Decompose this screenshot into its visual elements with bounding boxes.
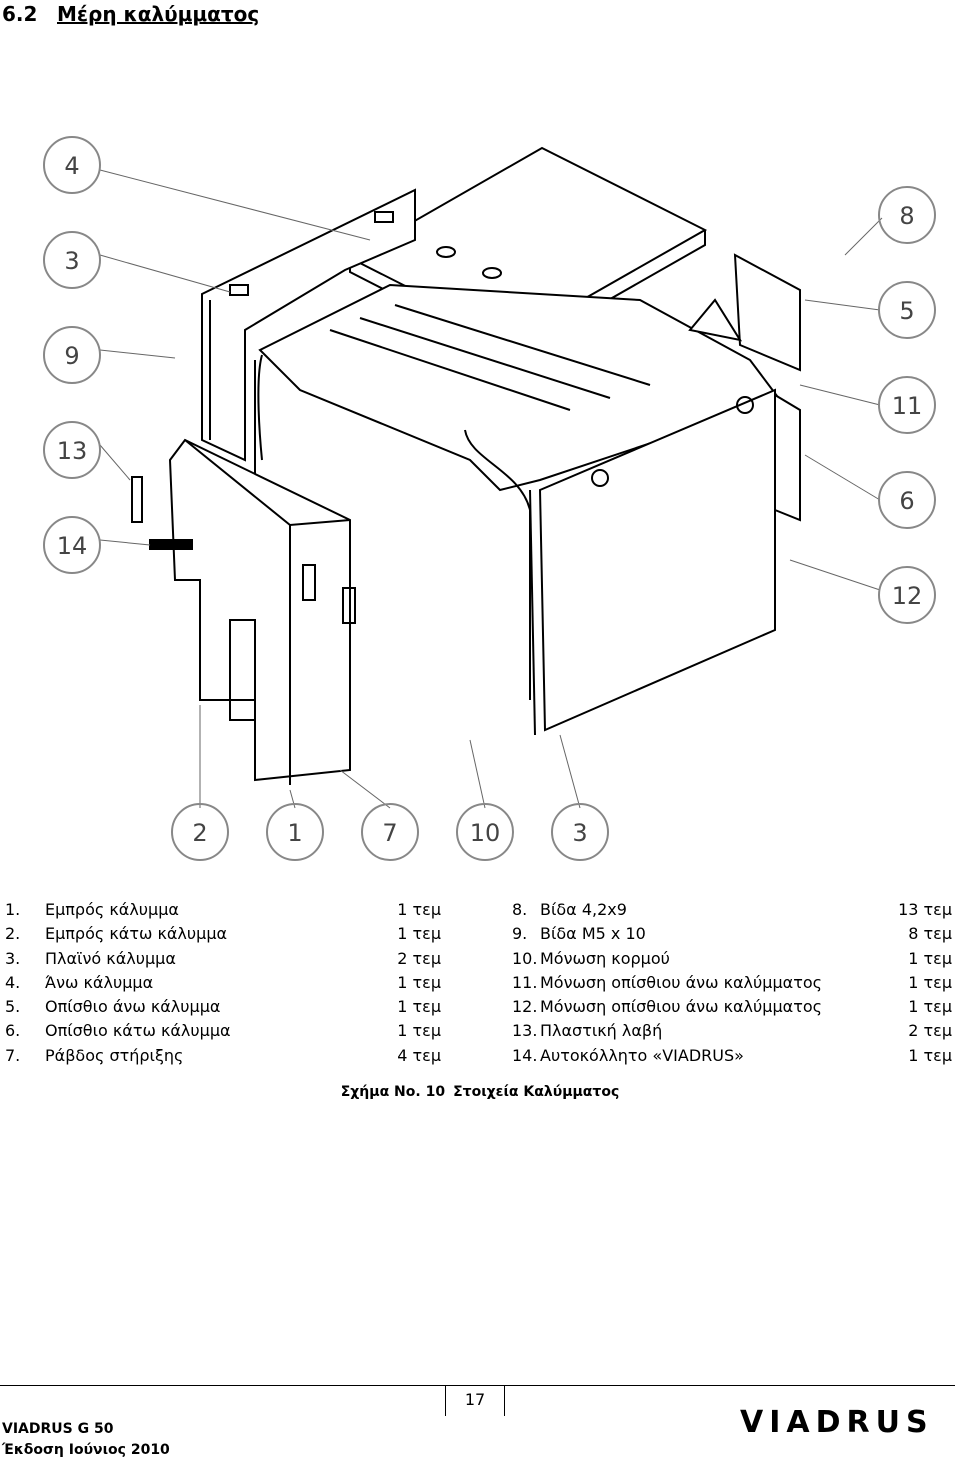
rear-right-covers bbox=[688, 253, 801, 522]
callout-leaders bbox=[99, 169, 883, 809]
callout-12: 12 bbox=[892, 582, 923, 610]
section-title: Μέρη καλύμματος bbox=[57, 2, 260, 26]
section-heading: 6.2 Μέρη καλύμματος bbox=[2, 2, 259, 26]
footer-rule bbox=[0, 1385, 955, 1386]
callout-2: 2 bbox=[192, 819, 207, 847]
viadrus-sticker bbox=[149, 539, 193, 550]
side-cover-right bbox=[529, 388, 776, 736]
figure-label: Σχήμα No. 10 bbox=[340, 1084, 446, 1100]
callout-9: 9 bbox=[64, 342, 79, 370]
callout-7: 7 bbox=[382, 819, 397, 847]
callout-13: 13 bbox=[57, 437, 88, 465]
plastic-handle bbox=[131, 476, 143, 523]
figure-title: Στοιχεία Καλύμματος bbox=[453, 1084, 620, 1100]
front-cover bbox=[168, 438, 356, 785]
callout-6: 6 bbox=[899, 487, 914, 515]
callout-8: 8 bbox=[899, 202, 914, 230]
callout-3b: 3 bbox=[572, 819, 587, 847]
callout-11: 11 bbox=[892, 392, 923, 420]
callout-circles bbox=[43, 136, 936, 861]
footer-edition: Έκδοση Ιούνιος 2010 bbox=[2, 1442, 170, 1458]
page-number: 17 bbox=[445, 1386, 505, 1416]
footer-product: VIADRUS G 50 bbox=[2, 1421, 114, 1437]
rear-left-panel bbox=[201, 188, 416, 462]
viadrus-logo: VIADRUS bbox=[740, 1405, 934, 1440]
figure-caption: Σχήμα No. 10 Στοιχεία Καλύμματος bbox=[0, 1084, 960, 1100]
exploded-cover-drawing: 4 3 9 13 14 8 5 11 6 12 2 1 7 10 3 bbox=[43, 136, 936, 861]
callout-3: 3 bbox=[64, 247, 79, 275]
callout-10: 10 bbox=[470, 819, 501, 847]
section-number: 6.2 bbox=[2, 2, 38, 26]
callout-1: 1 bbox=[287, 819, 302, 847]
callout-14: 14 bbox=[57, 532, 88, 560]
callout-4: 4 bbox=[64, 152, 79, 180]
callout-5: 5 bbox=[899, 297, 914, 325]
part-row: 14.Αυτοκόλλητο «VIADRUS»1 τεμ bbox=[512, 1045, 952, 1065]
